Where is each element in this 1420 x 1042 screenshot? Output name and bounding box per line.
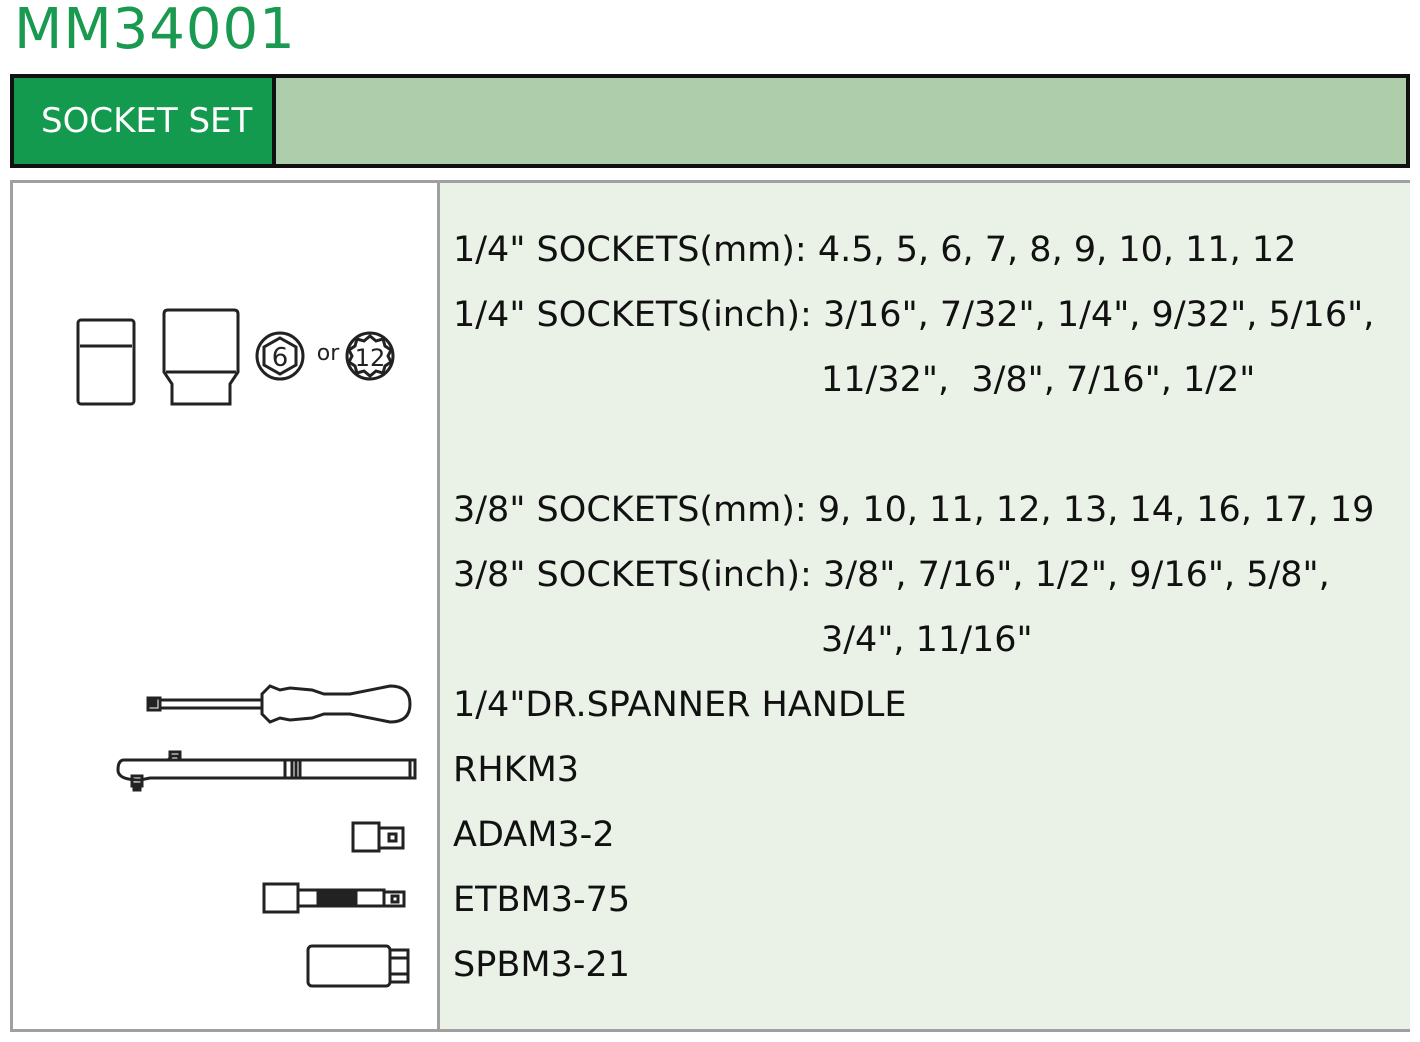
- line-spbm3-21: SPBM3-21: [453, 945, 630, 985]
- line-rhkm3: RHKM3: [453, 750, 580, 790]
- extension-bar-icon: [262, 882, 406, 914]
- ratchet-handle-icon: [116, 750, 417, 792]
- sockets-illustration: 6 or 12: [76, 308, 395, 406]
- line-spanner-handle: 1/4"DR.SPANNER HANDLE: [453, 685, 907, 725]
- svg-text:12: 12: [355, 344, 386, 372]
- line-three-eighths-sockets-inch: 3/8" SOCKETS(inch): 3/8", 7/16", 1/2", 9…: [453, 555, 1330, 595]
- line-quarter-sockets-inch-cont: 11/32", 3/8", 7/16", 1/2": [821, 360, 1256, 400]
- model-number: MM34001: [14, 0, 296, 62]
- line-quarter-sockets-mm: 1/4" SOCKETS(mm): 4.5, 5, 6, 7, 8, 9, 10…: [453, 230, 1297, 270]
- spanner-handle-icon: [146, 684, 412, 724]
- adapter-icon: [351, 821, 405, 853]
- category-header-bar: SOCKET SET: [10, 74, 1410, 168]
- six-point-icon: [255, 331, 305, 381]
- line-adam3-2: ADAM3-2: [453, 815, 615, 855]
- line-three-eighths-sockets-inch-cont: 3/4", 11/16": [821, 620, 1033, 660]
- category-tab: SOCKET SET: [14, 78, 276, 164]
- line-three-eighths-sockets-mm: 3/8" SOCKETS(mm): 9, 10, 11, 12, 13, 14,…: [453, 490, 1375, 530]
- contents-table: [10, 180, 1410, 1032]
- small-socket-icon: [76, 318, 136, 406]
- description-panel: [437, 183, 1410, 1029]
- line-quarter-sockets-inch: 1/4" SOCKETS(inch): 3/16", 7/32", 1/4", …: [453, 295, 1375, 335]
- svg-text:or: or: [317, 341, 340, 366]
- spark-plug-socket-icon: [306, 944, 410, 988]
- svg-text:6: 6: [272, 343, 289, 373]
- large-socket-icon: [162, 308, 240, 406]
- twelve-point-icon: [345, 331, 395, 381]
- line-etbm3-75: ETBM3-75: [453, 880, 631, 920]
